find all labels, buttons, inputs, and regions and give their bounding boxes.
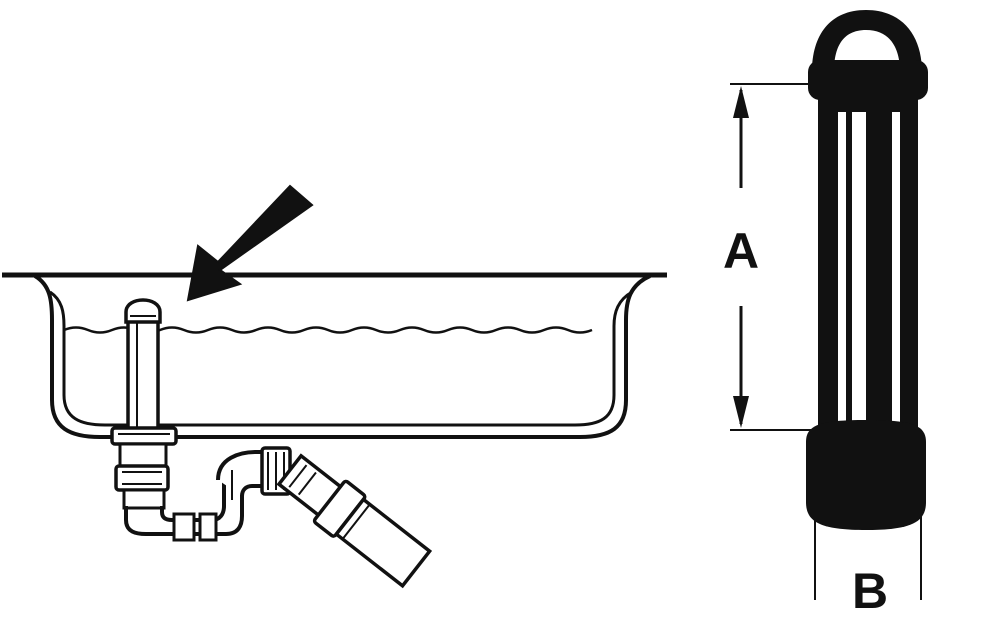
standpipe-detail: A B <box>723 10 928 619</box>
standpipe-base <box>806 420 926 530</box>
dimension-b-label: B <box>852 563 888 619</box>
double-headed-arrow-icon <box>733 86 749 118</box>
standpipe <box>124 298 162 432</box>
sink-basin-inner <box>49 290 633 427</box>
dimension-a-label: A <box>723 223 759 279</box>
drain-fitting <box>110 426 178 510</box>
standpipe-top-cap <box>808 60 928 100</box>
dimension-arrowhead-down <box>733 396 749 428</box>
standpipe-handle <box>812 10 922 72</box>
sink-illustration <box>2 184 667 589</box>
standpipe-tube <box>818 98 918 438</box>
arrow-icon <box>186 184 314 302</box>
sink-basin-outer <box>33 274 651 439</box>
outlet-pipe <box>276 453 433 589</box>
